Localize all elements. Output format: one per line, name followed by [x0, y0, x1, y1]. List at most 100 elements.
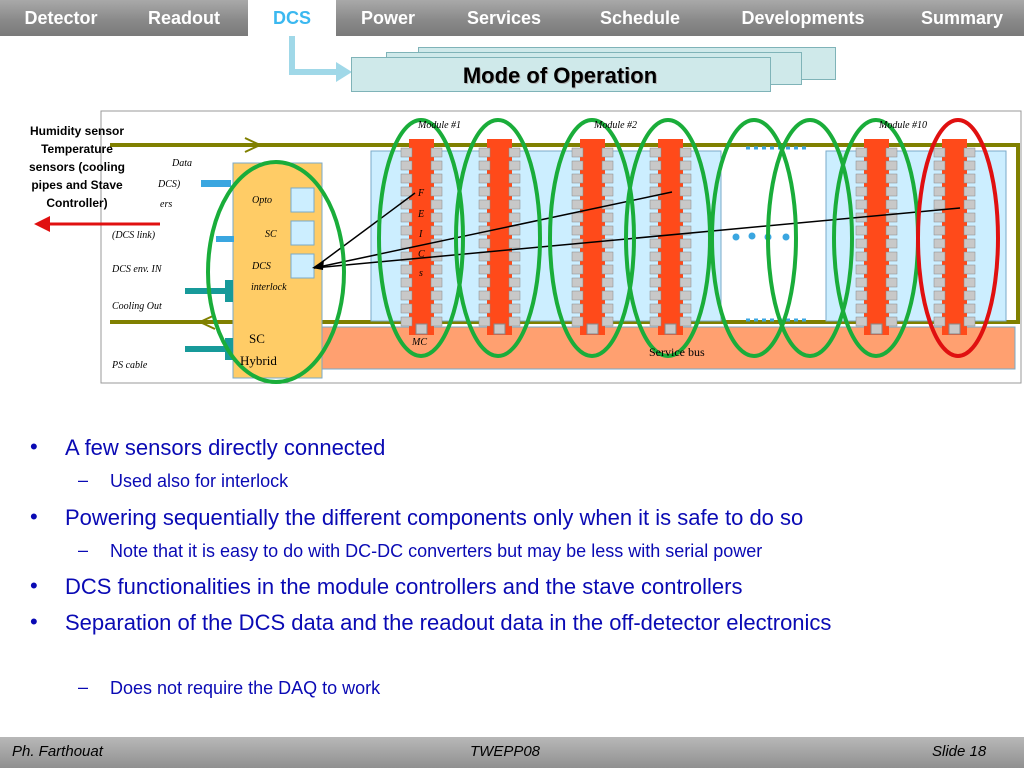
footer-slide-number: Slide 18	[932, 743, 987, 760]
green-ellipse	[766, 118, 854, 358]
label-module-1: Module #1	[417, 120, 461, 131]
chip-pad	[601, 225, 614, 236]
chip-pad	[571, 173, 584, 184]
label-service-bus: Service bus	[649, 345, 705, 359]
chip-pad	[885, 147, 898, 158]
chip-pad	[933, 225, 946, 236]
chip-pad	[963, 303, 976, 314]
chip-pad	[430, 160, 443, 171]
chip-column	[580, 139, 605, 335]
label-sc: SC	[265, 229, 277, 240]
chip-pad	[508, 264, 521, 275]
chip-pad	[478, 238, 491, 249]
chip-pad	[933, 264, 946, 275]
chip-pad	[400, 173, 413, 184]
sub-bullet-mark: –	[78, 540, 89, 560]
label-interlock: interlock	[251, 282, 287, 293]
red-ellipse	[916, 118, 1000, 358]
arrow-line	[313, 192, 416, 269]
chip-pad	[963, 277, 976, 288]
chip-pad	[679, 186, 692, 197]
chip-pad	[430, 212, 443, 223]
tab-dcs[interactable]: DCS	[248, 0, 336, 36]
chip-pad	[933, 251, 946, 262]
dcs-block	[290, 253, 315, 279]
chip-pad	[601, 238, 614, 249]
tab-detector[interactable]: Detector	[24, 8, 98, 28]
tab-developments[interactable]: Developments	[741, 8, 865, 28]
chip-pad	[430, 277, 443, 288]
chip-pad	[885, 186, 898, 197]
sub-bullet-item: Does not require the DAQ to work	[110, 678, 381, 698]
tab-summary[interactable]: Summary	[920, 8, 1004, 28]
chip-pad	[430, 303, 443, 314]
chip-pad	[601, 173, 614, 184]
chip-pad	[400, 316, 413, 327]
chip-pad	[478, 186, 491, 197]
sub-bullet-item: Note that it is easy to do with DC-DC co…	[110, 541, 763, 561]
green-ellipse	[548, 118, 636, 358]
tab-power[interactable]: Power	[360, 8, 416, 28]
chip-pad	[649, 147, 662, 158]
chip-pad	[679, 316, 692, 327]
bullet-item: Separation of the DCS data and the reado…	[65, 610, 832, 635]
chip-pad	[679, 251, 692, 262]
chip-pad	[885, 199, 898, 210]
chip-pad	[400, 212, 413, 223]
chip-pad	[963, 186, 976, 197]
chip-pad	[885, 160, 898, 171]
opto-block	[290, 187, 315, 213]
chip-pad	[478, 212, 491, 223]
chip-pad	[649, 225, 662, 236]
chip-pad	[855, 238, 868, 249]
chip-pad	[508, 173, 521, 184]
chip-pad	[679, 290, 692, 301]
tab-schedule[interactable]: Schedule	[599, 8, 681, 28]
label-data: Data	[171, 158, 192, 169]
chip-pad	[478, 290, 491, 301]
bullet-mark: •	[30, 573, 38, 598]
chip-pad	[963, 264, 976, 275]
label-opto: Opto	[252, 195, 272, 206]
chip-pad	[963, 290, 976, 301]
label-fe-i: I	[418, 229, 423, 240]
chip-pad	[679, 303, 692, 314]
tab-readout[interactable]: Readout	[148, 8, 220, 28]
chip-pad	[400, 186, 413, 197]
ellipsis-dot	[782, 233, 790, 241]
label-sc-bottom: SC	[249, 331, 265, 346]
chip-pad	[649, 303, 662, 314]
chip-pad	[649, 290, 662, 301]
chip-pad	[649, 160, 662, 171]
chip-pad	[571, 186, 584, 197]
chip-pad	[601, 212, 614, 223]
chip-pad	[430, 186, 443, 197]
chip-pad	[508, 303, 521, 314]
ellipse-group	[206, 118, 1000, 384]
chip-pad	[478, 199, 491, 210]
chip-pad	[478, 160, 491, 171]
green-ellipse	[377, 118, 465, 358]
chip-pad	[601, 160, 614, 171]
chip-pad	[571, 277, 584, 288]
label-module-2: Module #2	[593, 120, 637, 131]
tab-services[interactable]: Services	[466, 8, 542, 28]
bullet-mark: •	[30, 504, 38, 529]
chip-pad	[430, 147, 443, 158]
chip-pad	[649, 277, 662, 288]
chip-pad	[855, 199, 868, 210]
chip-pad	[508, 316, 521, 327]
chip-pad	[933, 303, 946, 314]
chip-pad	[885, 290, 898, 301]
chip-pad	[571, 303, 584, 314]
chip-pad	[400, 277, 413, 288]
chip-column	[487, 139, 512, 335]
chip-pad	[571, 316, 584, 327]
chip-base	[493, 323, 506, 335]
chip-column	[409, 139, 434, 335]
arrow-line	[313, 191, 673, 269]
sc-block	[290, 220, 315, 246]
top-navigation: Detector Readout DCS Power Services Sche…	[0, 0, 1024, 36]
chip-pad	[430, 290, 443, 301]
chip-pad	[933, 238, 946, 249]
